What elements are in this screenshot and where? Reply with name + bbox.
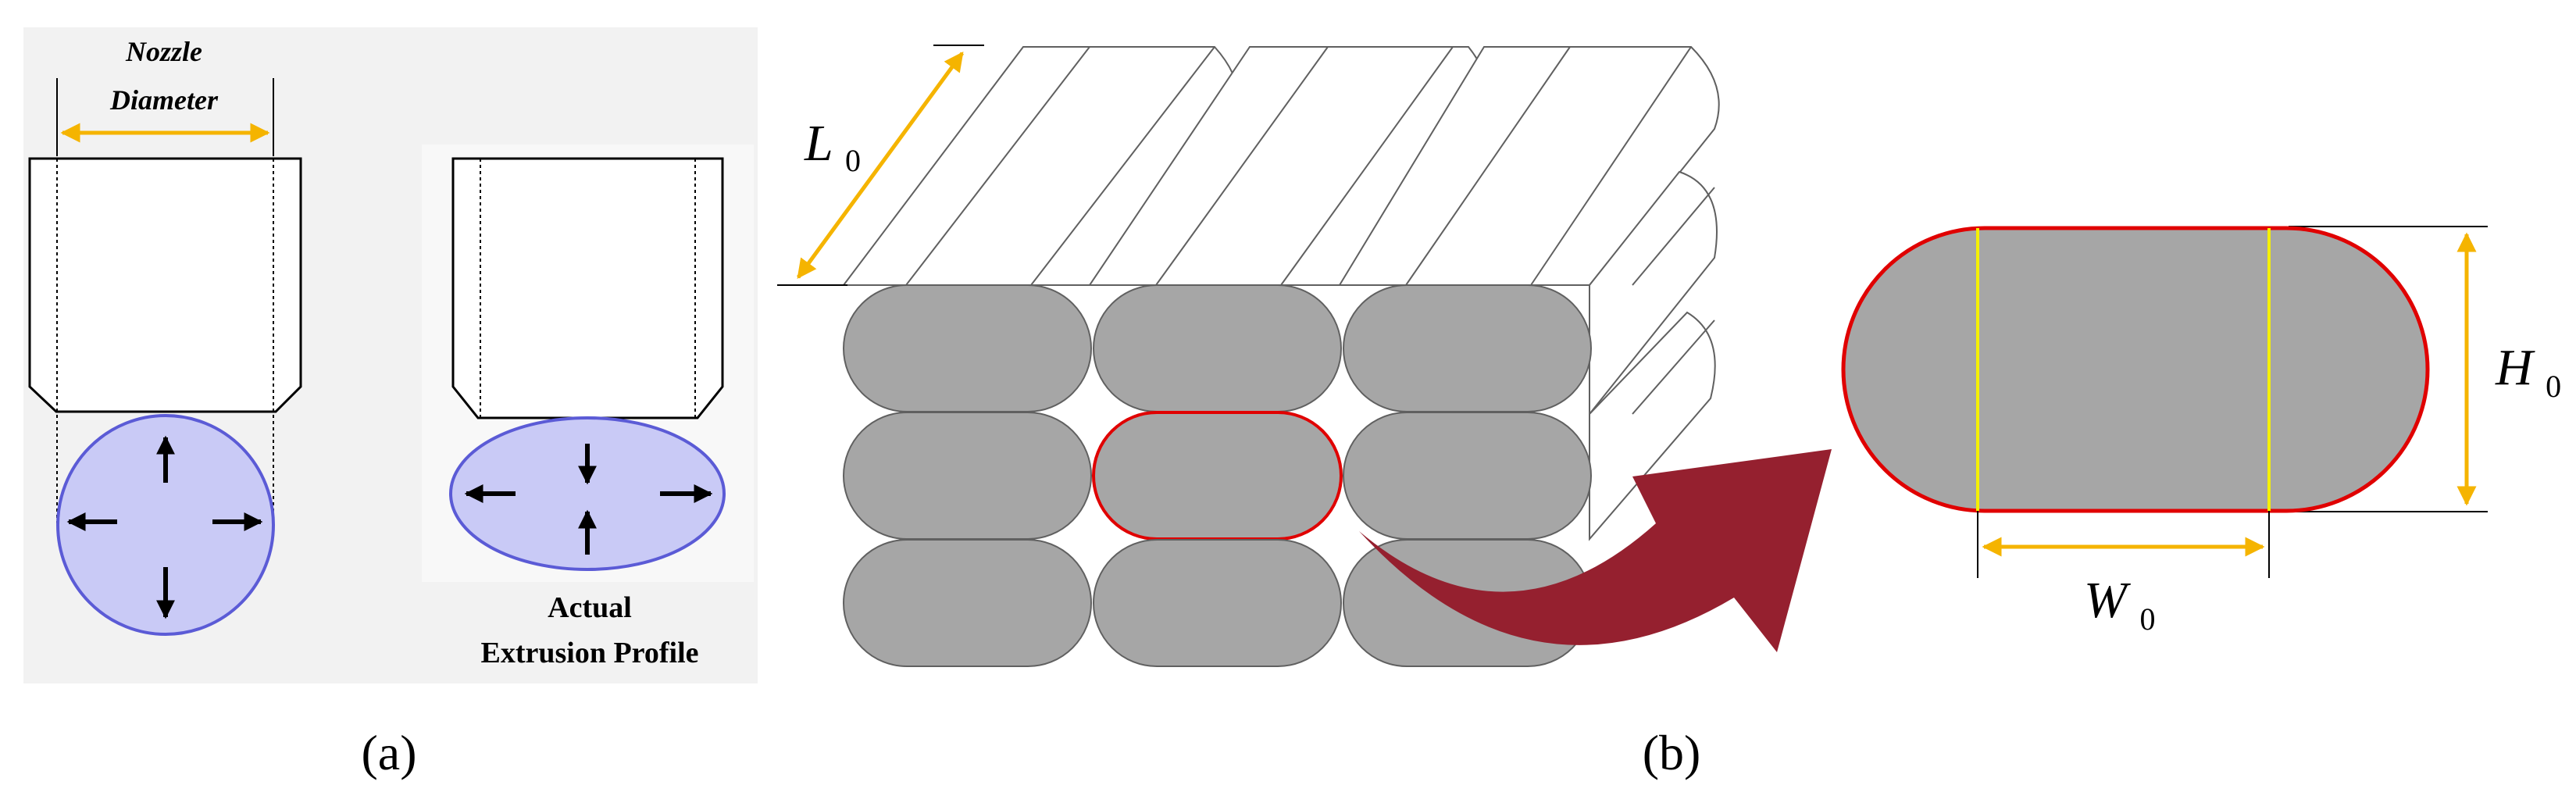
filament-r1c3 — [1343, 284, 1592, 412]
width-w0-subscript: 0 — [2139, 601, 2155, 637]
profile-label-line1: Actual — [548, 591, 632, 624]
length-l0-subscript: 0 — [845, 143, 861, 178]
profile-label-line2: Extrusion Profile — [480, 637, 698, 669]
height-h0-label: H 0 — [2495, 339, 2561, 404]
filament-r1c2 — [1093, 284, 1342, 412]
nozzle-body-right — [451, 157, 724, 419]
height-h0-subscript: 0 — [2546, 369, 2561, 404]
length-l0-letter: L — [804, 115, 833, 172]
filament-r1c1 — [843, 284, 1092, 412]
curved-arrow-icon — [1359, 449, 1832, 652]
extrusion-profile-circle — [56, 414, 275, 636]
back-filament-side — [1589, 170, 1718, 541]
panel-b-caption: (b) — [1643, 725, 1701, 780]
width-w0-label: W 0 — [2084, 572, 2155, 637]
width-w0-letter: W — [2084, 572, 2131, 629]
back-filament-top — [841, 46, 1720, 286]
panel-a: Nozzle Diameter Actual Extrusion Profile… — [23, 27, 758, 780]
enlarged-filament-cross-section — [1841, 226, 2430, 513]
filament-r2c3 — [1343, 412, 1592, 540]
nozzle-body-left — [28, 157, 302, 413]
panel-b: L 0 H 0 — [777, 45, 2561, 780]
filament-r2c2-highlighted — [1092, 411, 1343, 541]
height-h0-letter: H — [2495, 339, 2535, 396]
panel-a-caption: (a) — [361, 725, 416, 780]
extrusion-profile-ellipse — [449, 416, 726, 571]
length-l0-arrow — [796, 51, 965, 280]
filament-r2c1 — [843, 412, 1092, 540]
nozzle-label-line1: Nozzle — [125, 36, 202, 67]
filament-r3c1 — [843, 539, 1092, 667]
nozzle-label-line2: Diameter — [109, 84, 219, 116]
length-l0-label: L 0 — [804, 115, 861, 178]
filament-r3c2 — [1093, 539, 1342, 667]
